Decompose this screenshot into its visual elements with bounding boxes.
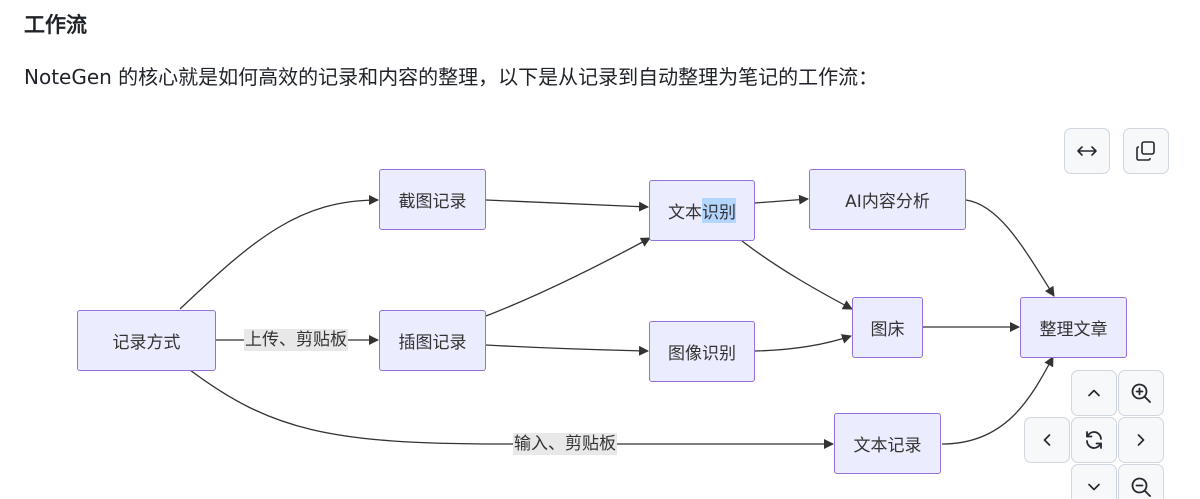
edge-label-upload-paste: 上传、剪贴板 — [244, 329, 348, 351]
node-image-recognition: 图像识别 — [649, 321, 755, 382]
node-text-recognition: 文本识别 — [649, 180, 755, 241]
node-label: 图像识别 — [668, 344, 736, 364]
node-text-record: 文本记录 — [834, 413, 941, 474]
fullscreen-button[interactable] — [1064, 128, 1110, 174]
node-label: 文本记录 — [853, 436, 922, 456]
zoom-in-button[interactable] — [1118, 370, 1164, 416]
pan-down-button[interactable] — [1071, 464, 1117, 499]
node-screenshot-record: 截图记录 — [379, 169, 486, 230]
node-label: AI内容分析 — [845, 192, 930, 212]
chevron-down-icon — [1088, 483, 1100, 491]
node-image-record: 插图记录 — [379, 310, 486, 371]
edge-record-to-textrecord — [189, 369, 834, 449]
pan-left-button[interactable] — [1024, 417, 1070, 463]
copy-button[interactable] — [1123, 128, 1169, 174]
horizontal-arrows-icon — [1077, 146, 1097, 156]
edge-record-to-screenshot — [179, 195, 379, 310]
node-label: 图床 — [870, 320, 905, 340]
edge-ocr-to-host — [741, 240, 853, 310]
section-heading: 工作流 — [24, 13, 87, 37]
node-label-part: 文本 — [668, 203, 702, 223]
node-organize-article: 整理文章 — [1020, 297, 1127, 358]
chevron-right-icon — [1137, 434, 1145, 446]
edge-image-to-imgrec — [485, 344, 649, 356]
pan-right-button[interactable] — [1118, 417, 1164, 463]
node-record-method: 记录方式 — [77, 310, 216, 371]
edge-label-input-paste: 输入、剪贴板 — [513, 433, 617, 455]
zoom-out-button[interactable] — [1118, 464, 1164, 499]
chevron-left-icon — [1043, 434, 1051, 446]
node-label: 截图记录 — [398, 192, 467, 212]
reset-view-button[interactable] — [1071, 417, 1117, 463]
zoom-in-icon — [1131, 383, 1151, 403]
node-label: 整理文章 — [1039, 320, 1108, 340]
zoom-out-icon — [1131, 477, 1151, 497]
edge-ocr-to-ai — [754, 194, 809, 205]
edge-textrecord-to-organize — [941, 356, 1054, 445]
edge-ai-to-organize — [965, 199, 1055, 297]
node-ai-analysis: AI内容分析 — [809, 169, 966, 230]
pan-up-button[interactable] — [1071, 370, 1117, 416]
edge-image-to-ocr — [485, 237, 651, 317]
node-label: 插图记录 — [398, 333, 467, 353]
refresh-icon — [1086, 431, 1102, 449]
edge-screenshot-to-ocr — [485, 199, 649, 212]
copy-icon — [1136, 141, 1155, 161]
node-image-host: 图床 — [852, 297, 923, 358]
chevron-up-icon — [1088, 389, 1100, 397]
edge-imgrec-to-host — [754, 334, 852, 352]
node-label: 记录方式 — [112, 333, 181, 353]
selected-text: 识别 — [702, 198, 736, 223]
intro-paragraph: NoteGen 的核心就是如何高效的记录和内容的整理，以下是从记录到自动整理为笔… — [24, 65, 879, 89]
